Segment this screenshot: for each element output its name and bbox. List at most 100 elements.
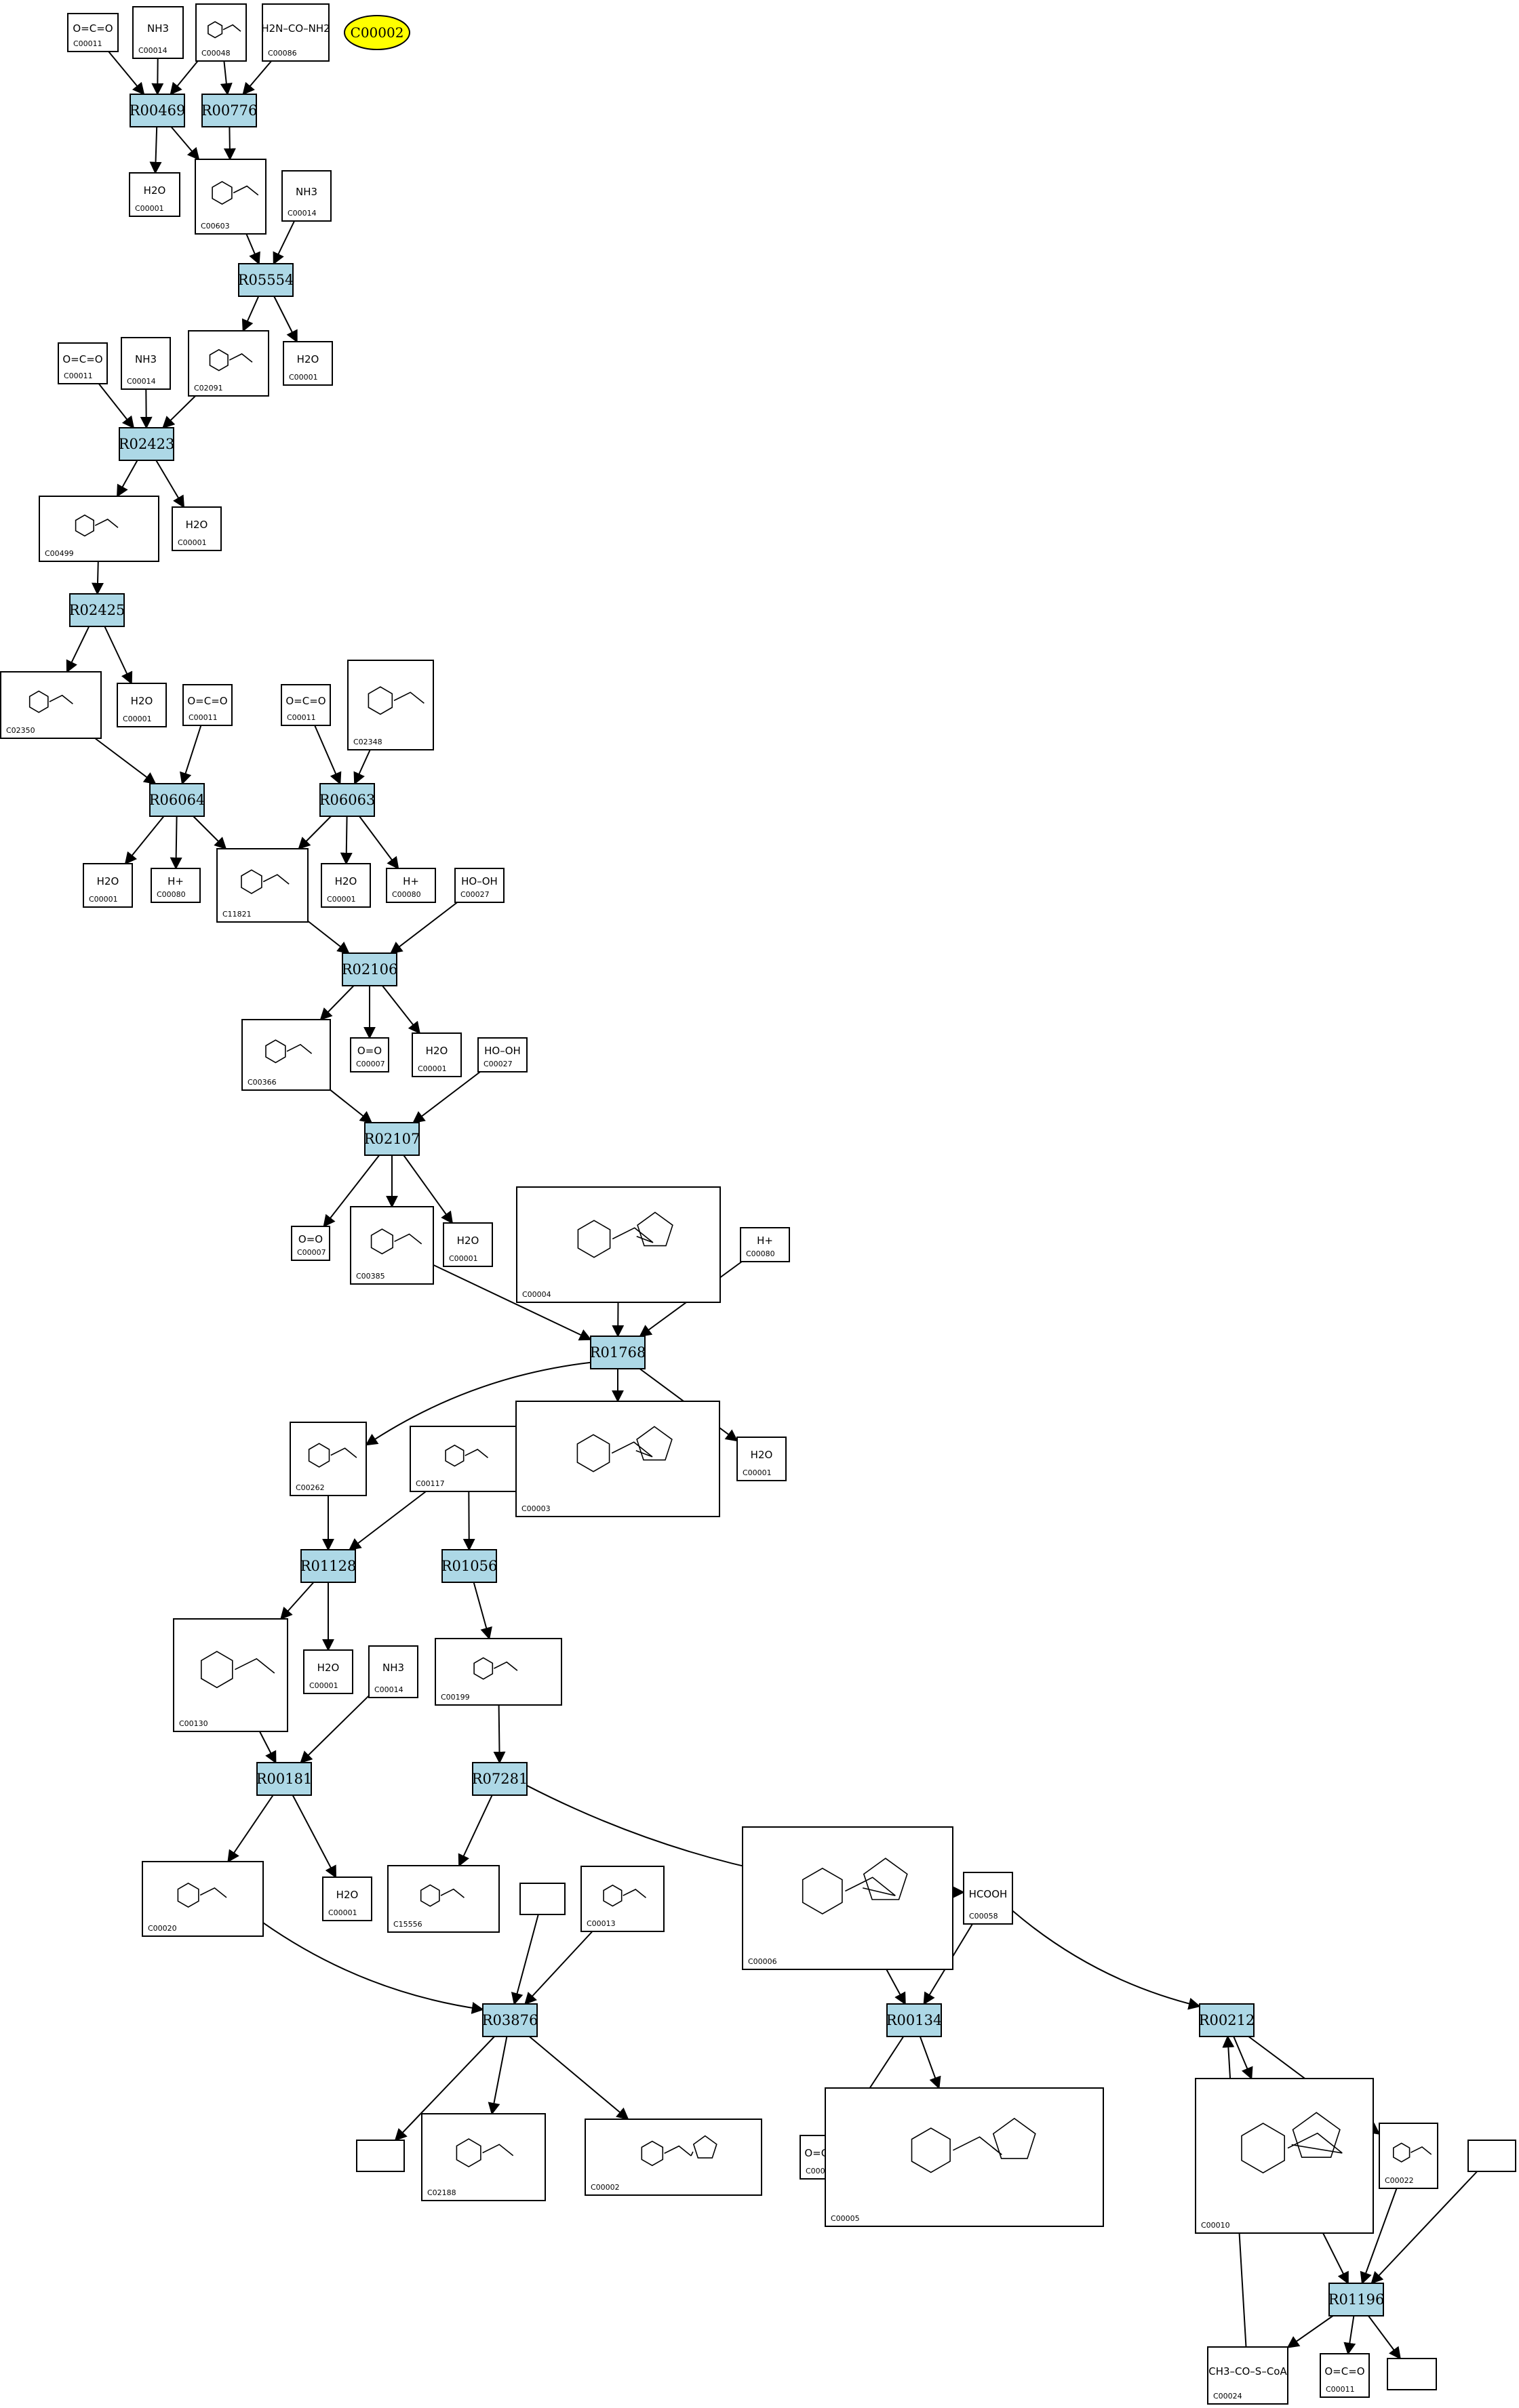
compound-node[interactable]: C00003 bbox=[515, 1401, 720, 1517]
reaction-node[interactable]: R02107 bbox=[364, 1122, 420, 1156]
compound-node[interactable]: C00010 bbox=[1195, 2078, 1374, 2234]
compound-node[interactable]: C00366 bbox=[241, 1019, 331, 1091]
compound-node[interactable] bbox=[356, 2140, 405, 2172]
compound-id: C00013 bbox=[587, 1919, 616, 1928]
edge bbox=[220, 60, 233, 96]
edge bbox=[162, 395, 196, 429]
compound-node[interactable]: C00385 bbox=[350, 1206, 434, 1285]
compound-node[interactable]: C02348 bbox=[347, 660, 434, 750]
compound-id: C00003 bbox=[521, 1504, 551, 1513]
compound-id: C00007 bbox=[297, 1248, 326, 1257]
reaction-node[interactable]: R07281 bbox=[472, 1762, 528, 1796]
compound-node[interactable]: C15556 bbox=[387, 1865, 500, 1933]
target-compound[interactable]: C00002 bbox=[344, 15, 410, 50]
compound-node[interactable]: C00020 bbox=[142, 1861, 264, 1937]
reaction-node[interactable]: R00776 bbox=[201, 94, 258, 127]
edge bbox=[66, 626, 90, 673]
molecule-structure bbox=[308, 1443, 357, 1468]
compound-id: C00014 bbox=[288, 209, 317, 218]
compound-node[interactable]: C00117 bbox=[410, 1426, 528, 1492]
reaction-node[interactable]: R01768 bbox=[590, 1336, 646, 1369]
reaction-node[interactable]: R01196 bbox=[1328, 2283, 1385, 2316]
compound-node[interactable]: H+C00080 bbox=[740, 1227, 790, 1262]
compound-node[interactable] bbox=[1387, 2358, 1437, 2390]
compound-node[interactable]: C00005 bbox=[825, 2087, 1104, 2227]
molecule-structure bbox=[456, 2138, 514, 2168]
compound-node[interactable] bbox=[1467, 2140, 1516, 2172]
compound-id: C00011 bbox=[287, 713, 316, 722]
compound-node[interactable] bbox=[519, 1883, 566, 1915]
reaction-node[interactable]: R02423 bbox=[119, 427, 175, 461]
compound-node[interactable]: C00262 bbox=[290, 1422, 367, 1496]
compound-node[interactable]: H+C00080 bbox=[151, 868, 201, 903]
reaction-node[interactable]: R00134 bbox=[886, 2003, 943, 2037]
reaction-node[interactable]: R02425 bbox=[69, 593, 125, 627]
edge bbox=[1322, 2232, 1349, 2285]
edge bbox=[1343, 2315, 1356, 2355]
edge bbox=[98, 383, 135, 429]
compound-node[interactable]: H+C00080 bbox=[386, 868, 436, 903]
compound-node[interactable]: C00603 bbox=[195, 159, 267, 235]
reaction-node[interactable]: R00469 bbox=[130, 94, 186, 127]
compound-id: C00001 bbox=[89, 895, 118, 904]
reaction-node[interactable]: R06064 bbox=[149, 783, 205, 817]
compound-node[interactable]: C00499 bbox=[39, 496, 159, 562]
compound-node[interactable]: C00004 bbox=[516, 1186, 721, 1303]
reaction-node[interactable]: R00181 bbox=[256, 1762, 313, 1796]
compound-node[interactable]: C11821 bbox=[216, 848, 309, 923]
compound-node[interactable]: C00013 bbox=[580, 1866, 665, 1932]
edge bbox=[1370, 2171, 1478, 2285]
compound-node[interactable]: C00130 bbox=[173, 1618, 288, 1732]
compound-id: C00001 bbox=[327, 895, 356, 904]
compound-id: C00001 bbox=[449, 1254, 478, 1263]
compound-node[interactable]: C00199 bbox=[435, 1638, 562, 1706]
reaction-node[interactable]: R01128 bbox=[300, 1549, 357, 1583]
reaction-node[interactable]: R03876 bbox=[482, 2003, 538, 2037]
compound-node[interactable]: C02091 bbox=[188, 330, 269, 397]
molecule-structure bbox=[1241, 2112, 1343, 2174]
compound-id: C00001 bbox=[309, 1681, 338, 1690]
compound-id: C00499 bbox=[45, 549, 74, 558]
compound-node[interactable]: C00022 bbox=[1379, 2123, 1438, 2189]
compound-node[interactable]: C00002 bbox=[585, 2119, 762, 2196]
reaction-node[interactable]: R06063 bbox=[319, 783, 376, 817]
compound-node[interactable]: C00048 bbox=[195, 3, 247, 62]
compound-node[interactable]: C00006 bbox=[742, 1826, 953, 1970]
edge bbox=[389, 902, 458, 955]
reaction-node[interactable]: R01056 bbox=[441, 1549, 498, 1583]
compound-node[interactable]: C02188 bbox=[421, 2113, 546, 2201]
edge bbox=[259, 1731, 277, 1764]
reaction-node[interactable]: R02106 bbox=[342, 952, 398, 986]
compound-node[interactable]: C02350 bbox=[0, 671, 102, 739]
compound-id: C00014 bbox=[374, 1685, 403, 1694]
reaction-node[interactable]: R00212 bbox=[1199, 2003, 1255, 2037]
reaction-node[interactable]: R05554 bbox=[238, 263, 294, 297]
